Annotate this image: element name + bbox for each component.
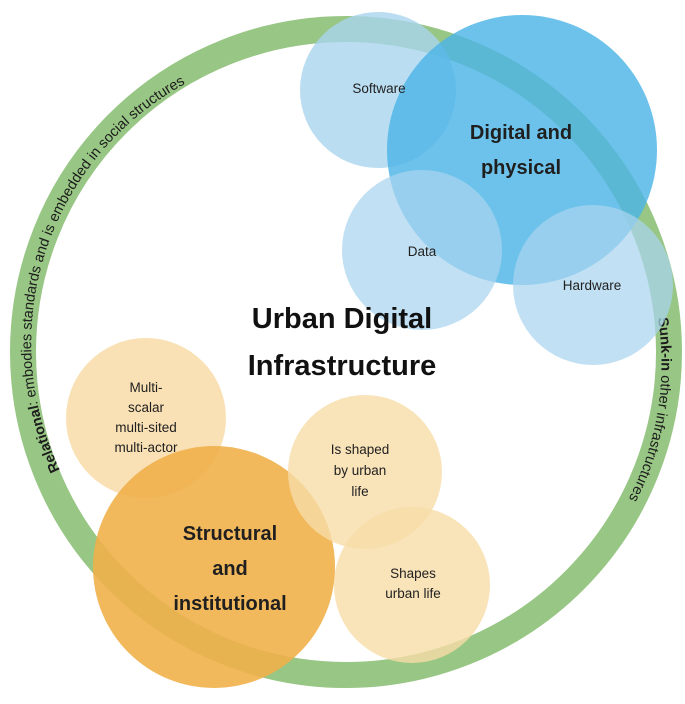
label-shapes-line-1: Shapes xyxy=(390,566,436,581)
label-structural-line-2: and xyxy=(212,558,248,580)
label-shaped-line-1: Is shaped xyxy=(331,442,390,457)
title-line-2: Infrastructure xyxy=(248,350,437,382)
label-structural-line-1: Structural xyxy=(183,523,277,545)
label-shaped-line-3: life xyxy=(351,484,368,499)
label-hardware: Hardware xyxy=(563,278,622,293)
label-multi-line-3: multi-sited xyxy=(115,420,177,435)
circle-structural xyxy=(93,446,335,688)
label-multi-line-1: Multi- xyxy=(130,380,163,395)
title-line-1: Urban Digital xyxy=(252,303,432,335)
circle-shapes xyxy=(334,507,490,663)
label-shapes-line-2: urban life xyxy=(385,586,441,601)
label-shaped-line-2: by urban xyxy=(334,463,387,478)
label-structural-line-3: institutional xyxy=(173,593,286,615)
label-multi-line-2: scalar xyxy=(128,400,165,415)
circle-hardware xyxy=(513,205,673,365)
label-digital-line-1: Digital and xyxy=(470,122,572,144)
label-data: Data xyxy=(408,244,437,259)
label-multi-line-4: multi-actor xyxy=(114,440,178,455)
circle-data xyxy=(342,170,502,330)
label-software: Software xyxy=(352,81,405,96)
label-digital-line-2: physical xyxy=(481,157,561,179)
